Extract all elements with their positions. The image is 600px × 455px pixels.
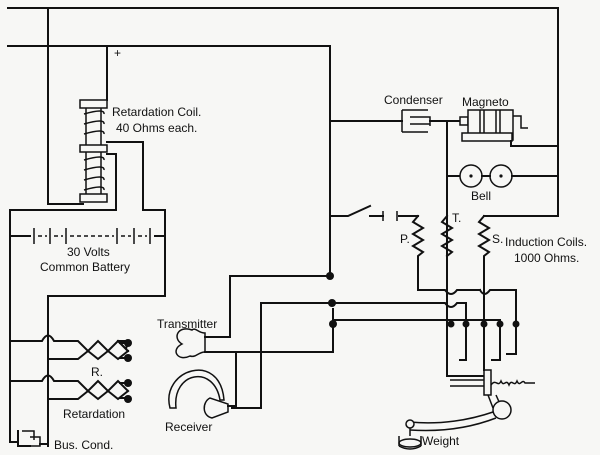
bus-cond-label: Bus. Cond. (54, 438, 113, 452)
primary-label: P. (400, 232, 410, 246)
hook-contacts (329, 289, 520, 377)
magneto-label: Magneto (462, 95, 509, 109)
retardation-coil-ohms: 40 Ohms each. (116, 121, 197, 135)
line-wires (7, 7, 559, 273)
battery-label: Common Battery (40, 260, 130, 274)
transmitter-label: Transmitter (157, 317, 217, 331)
r-label: R. (91, 365, 103, 379)
secondary-label: S. (492, 232, 503, 246)
common-battery (9, 209, 166, 443)
plus-sign: + (114, 46, 121, 60)
receiver (168, 302, 331, 419)
junction-dot (326, 272, 334, 280)
hook-lever (398, 369, 535, 450)
condenser-label: Condenser (384, 93, 443, 107)
induction-coils-label: Induction Coils. (505, 235, 587, 249)
magneto (459, 109, 559, 147)
battery-voltage: 30 Volts (67, 245, 110, 259)
retardation-label: Retardation (63, 407, 125, 421)
induction-coils-ohms: 1000 Ohms. (514, 251, 579, 265)
bus-condenser (17, 430, 49, 447)
bell-label: Bell (471, 189, 491, 203)
junction-dot (329, 320, 337, 328)
hook-switch-circuit (329, 145, 559, 355)
retardation-circuits (9, 295, 132, 447)
tertiary-label: T. (452, 211, 461, 225)
weight-label: Weight (422, 434, 460, 448)
retardation-coil-label: Retardation Coil. (112, 105, 201, 119)
condenser (329, 109, 461, 133)
receiver-label: Receiver (165, 420, 212, 434)
bell (446, 120, 559, 291)
retardation-coil (79, 99, 144, 211)
